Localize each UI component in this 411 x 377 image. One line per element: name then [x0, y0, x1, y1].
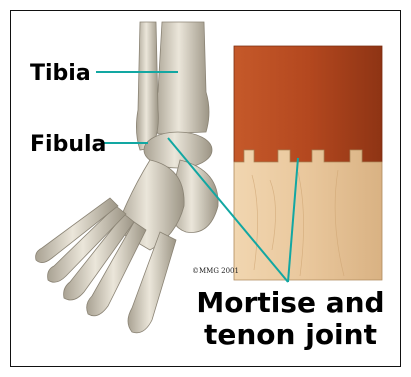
fibula-label: Fibula — [30, 132, 106, 157]
fibula-bone — [136, 22, 158, 150]
caption-line-1: Mortise and — [188, 286, 393, 319]
caption-line-2: tenon joint — [188, 318, 393, 351]
mortise-wood — [234, 46, 382, 162]
copyright-notice: ©MMG 2001 — [192, 267, 239, 275]
tibia-bone — [154, 22, 209, 134]
tenon-wood — [234, 150, 382, 280]
tibia-label: Tibia — [30, 61, 91, 86]
